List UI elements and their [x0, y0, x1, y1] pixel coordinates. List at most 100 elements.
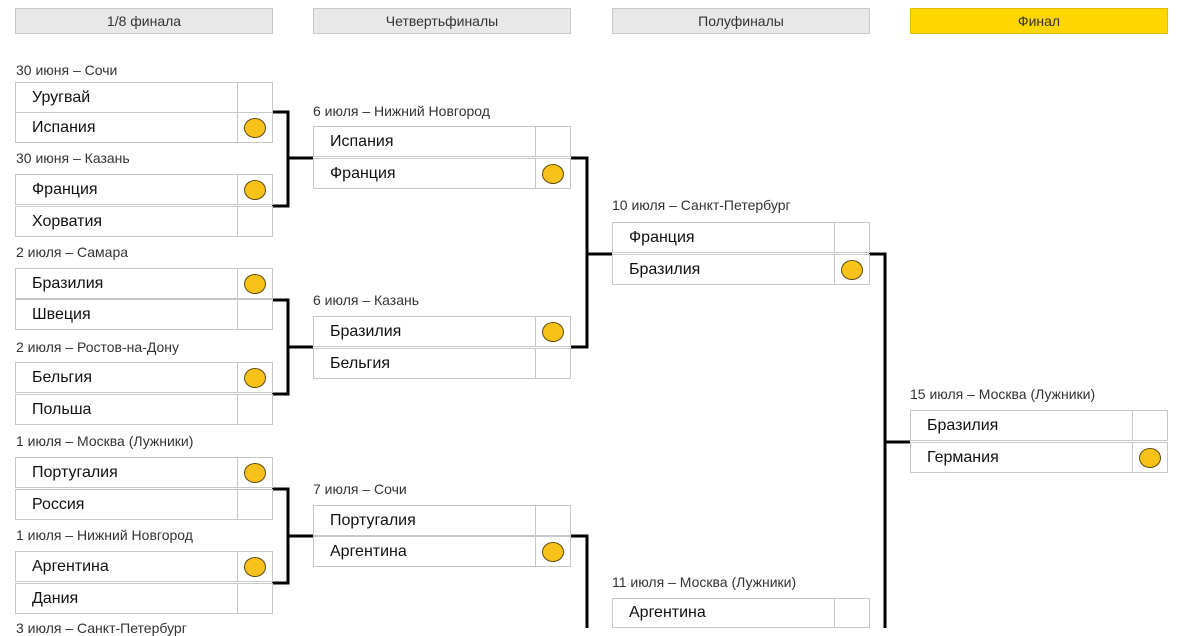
result-box: [238, 300, 272, 329]
result-box: [536, 537, 570, 566]
team-name: Бразилия: [16, 269, 238, 298]
round-header-r16: 1/8 финала: [15, 8, 273, 34]
team-row[interactable]: Испания: [15, 112, 273, 143]
result-box: [835, 255, 869, 284]
connector-sf-1: [869, 252, 887, 628]
round-header-sf: Полуфиналы: [612, 8, 870, 34]
team-name: Аргентина: [314, 537, 536, 566]
winner-dot-icon: [542, 321, 564, 342]
connector-r16-3-4: [272, 298, 290, 396]
team-row[interactable]: Бразилия: [313, 316, 571, 347]
match-label-sf-2: 11 июля – Москва (Лужники): [612, 574, 797, 590]
result-box: [835, 223, 869, 252]
result-box: [835, 599, 869, 627]
team-name: Франция: [314, 159, 536, 188]
team-name: Польша: [16, 395, 238, 424]
team-row[interactable]: Аргентина: [15, 551, 273, 582]
winner-dot-icon: [244, 462, 266, 483]
team-row[interactable]: Бразилия: [612, 254, 870, 285]
winner-dot-icon: [542, 541, 564, 562]
result-box: [536, 349, 570, 378]
team-row[interactable]: Уругвай: [15, 82, 273, 113]
team-row[interactable]: Бразилия: [15, 268, 273, 299]
team-row[interactable]: Франция: [612, 222, 870, 253]
result-box: [238, 83, 272, 112]
match-label-qf-3: 7 июля – Сочи: [313, 481, 407, 497]
team-name: Испания: [314, 127, 536, 156]
team-row[interactable]: Германия: [910, 442, 1168, 473]
team-name: Хорватия: [16, 207, 238, 236]
match-label-r16-1: 30 июня – Сочи: [16, 62, 118, 78]
team-row[interactable]: Россия: [15, 489, 273, 520]
team-name: Испания: [16, 113, 238, 142]
team-name: Бразилия: [314, 317, 536, 346]
team-name: Португалия: [16, 458, 238, 487]
team-row[interactable]: Франция: [313, 158, 571, 189]
team-name: Дания: [16, 584, 238, 613]
match-label-r16-6: 1 июля – Нижний Новгород: [16, 527, 193, 543]
team-name: Швеция: [16, 300, 238, 329]
result-box: [238, 113, 272, 142]
result-box: [238, 269, 272, 298]
team-name: Аргентина: [16, 552, 238, 581]
team-name: Германия: [911, 443, 1133, 472]
team-row[interactable]: Швеция: [15, 299, 273, 330]
team-name: Франция: [16, 175, 238, 204]
result-box: [536, 127, 570, 156]
result-box: [238, 363, 272, 392]
match-label-r16-4: 2 июля – Ростов-на-Дону: [16, 339, 179, 355]
result-box: [238, 395, 272, 424]
connector-qf-1-2: [571, 156, 589, 349]
round-header-final: Финал: [910, 8, 1168, 34]
result-box: [238, 490, 272, 519]
match-label-qf-1: 6 июля – Нижний Новгород: [313, 103, 490, 119]
winner-dot-icon: [244, 273, 266, 294]
team-row[interactable]: Бельгия: [313, 348, 571, 379]
winner-dot-icon: [244, 179, 266, 200]
connector-r16-1-2: [272, 110, 290, 208]
team-name: Бельгия: [16, 363, 238, 392]
team-row[interactable]: Аргентина: [313, 536, 571, 567]
winner-dot-icon: [542, 163, 564, 184]
winner-dot-icon: [244, 556, 266, 577]
team-name: Бразилия: [613, 255, 835, 284]
team-name: Португалия: [314, 506, 536, 535]
result-box: [238, 584, 272, 613]
match-label-r16-7: 3 июля – Санкт-Петербург: [16, 620, 187, 636]
team-row[interactable]: Испания: [313, 126, 571, 157]
team-name: Бразилия: [911, 411, 1133, 440]
team-name: Россия: [16, 490, 238, 519]
match-label-r16-2: 30 июня – Казань: [16, 150, 130, 166]
team-name: Уругвай: [16, 83, 238, 112]
team-row[interactable]: Португалия: [313, 505, 571, 536]
result-box: [238, 458, 272, 487]
team-row[interactable]: Бразилия: [910, 410, 1168, 441]
team-row[interactable]: Португалия: [15, 457, 273, 488]
team-row[interactable]: Аргентина: [612, 598, 870, 628]
team-row[interactable]: Хорватия: [15, 206, 273, 237]
team-name: Франция: [613, 223, 835, 252]
connector-r16-5-6: [272, 487, 290, 585]
match-label-sf-1: 10 июля – Санкт-Петербург: [612, 197, 791, 213]
team-row[interactable]: Бельгия: [15, 362, 273, 393]
team-row[interactable]: Франция: [15, 174, 273, 205]
result-box: [536, 317, 570, 346]
winner-dot-icon: [244, 117, 266, 138]
match-label-qf-2: 6 июля – Казань: [313, 292, 420, 308]
result-box: [238, 175, 272, 204]
result-box: [1133, 411, 1167, 440]
team-name: Бельгия: [314, 349, 536, 378]
result-box: [238, 207, 272, 236]
team-row[interactable]: Дания: [15, 583, 273, 614]
winner-dot-icon: [841, 259, 863, 280]
winner-dot-icon: [1139, 447, 1161, 468]
connector-qf-3: [571, 534, 589, 628]
result-box: [536, 506, 570, 535]
match-label-r16-5: 1 июля – Москва (Лужники): [16, 433, 194, 449]
team-row[interactable]: Польша: [15, 394, 273, 425]
team-name: Аргентина: [613, 599, 835, 627]
result-box: [536, 159, 570, 188]
match-label-r16-3: 2 июля – Самара: [16, 244, 129, 260]
result-box: [1133, 443, 1167, 472]
